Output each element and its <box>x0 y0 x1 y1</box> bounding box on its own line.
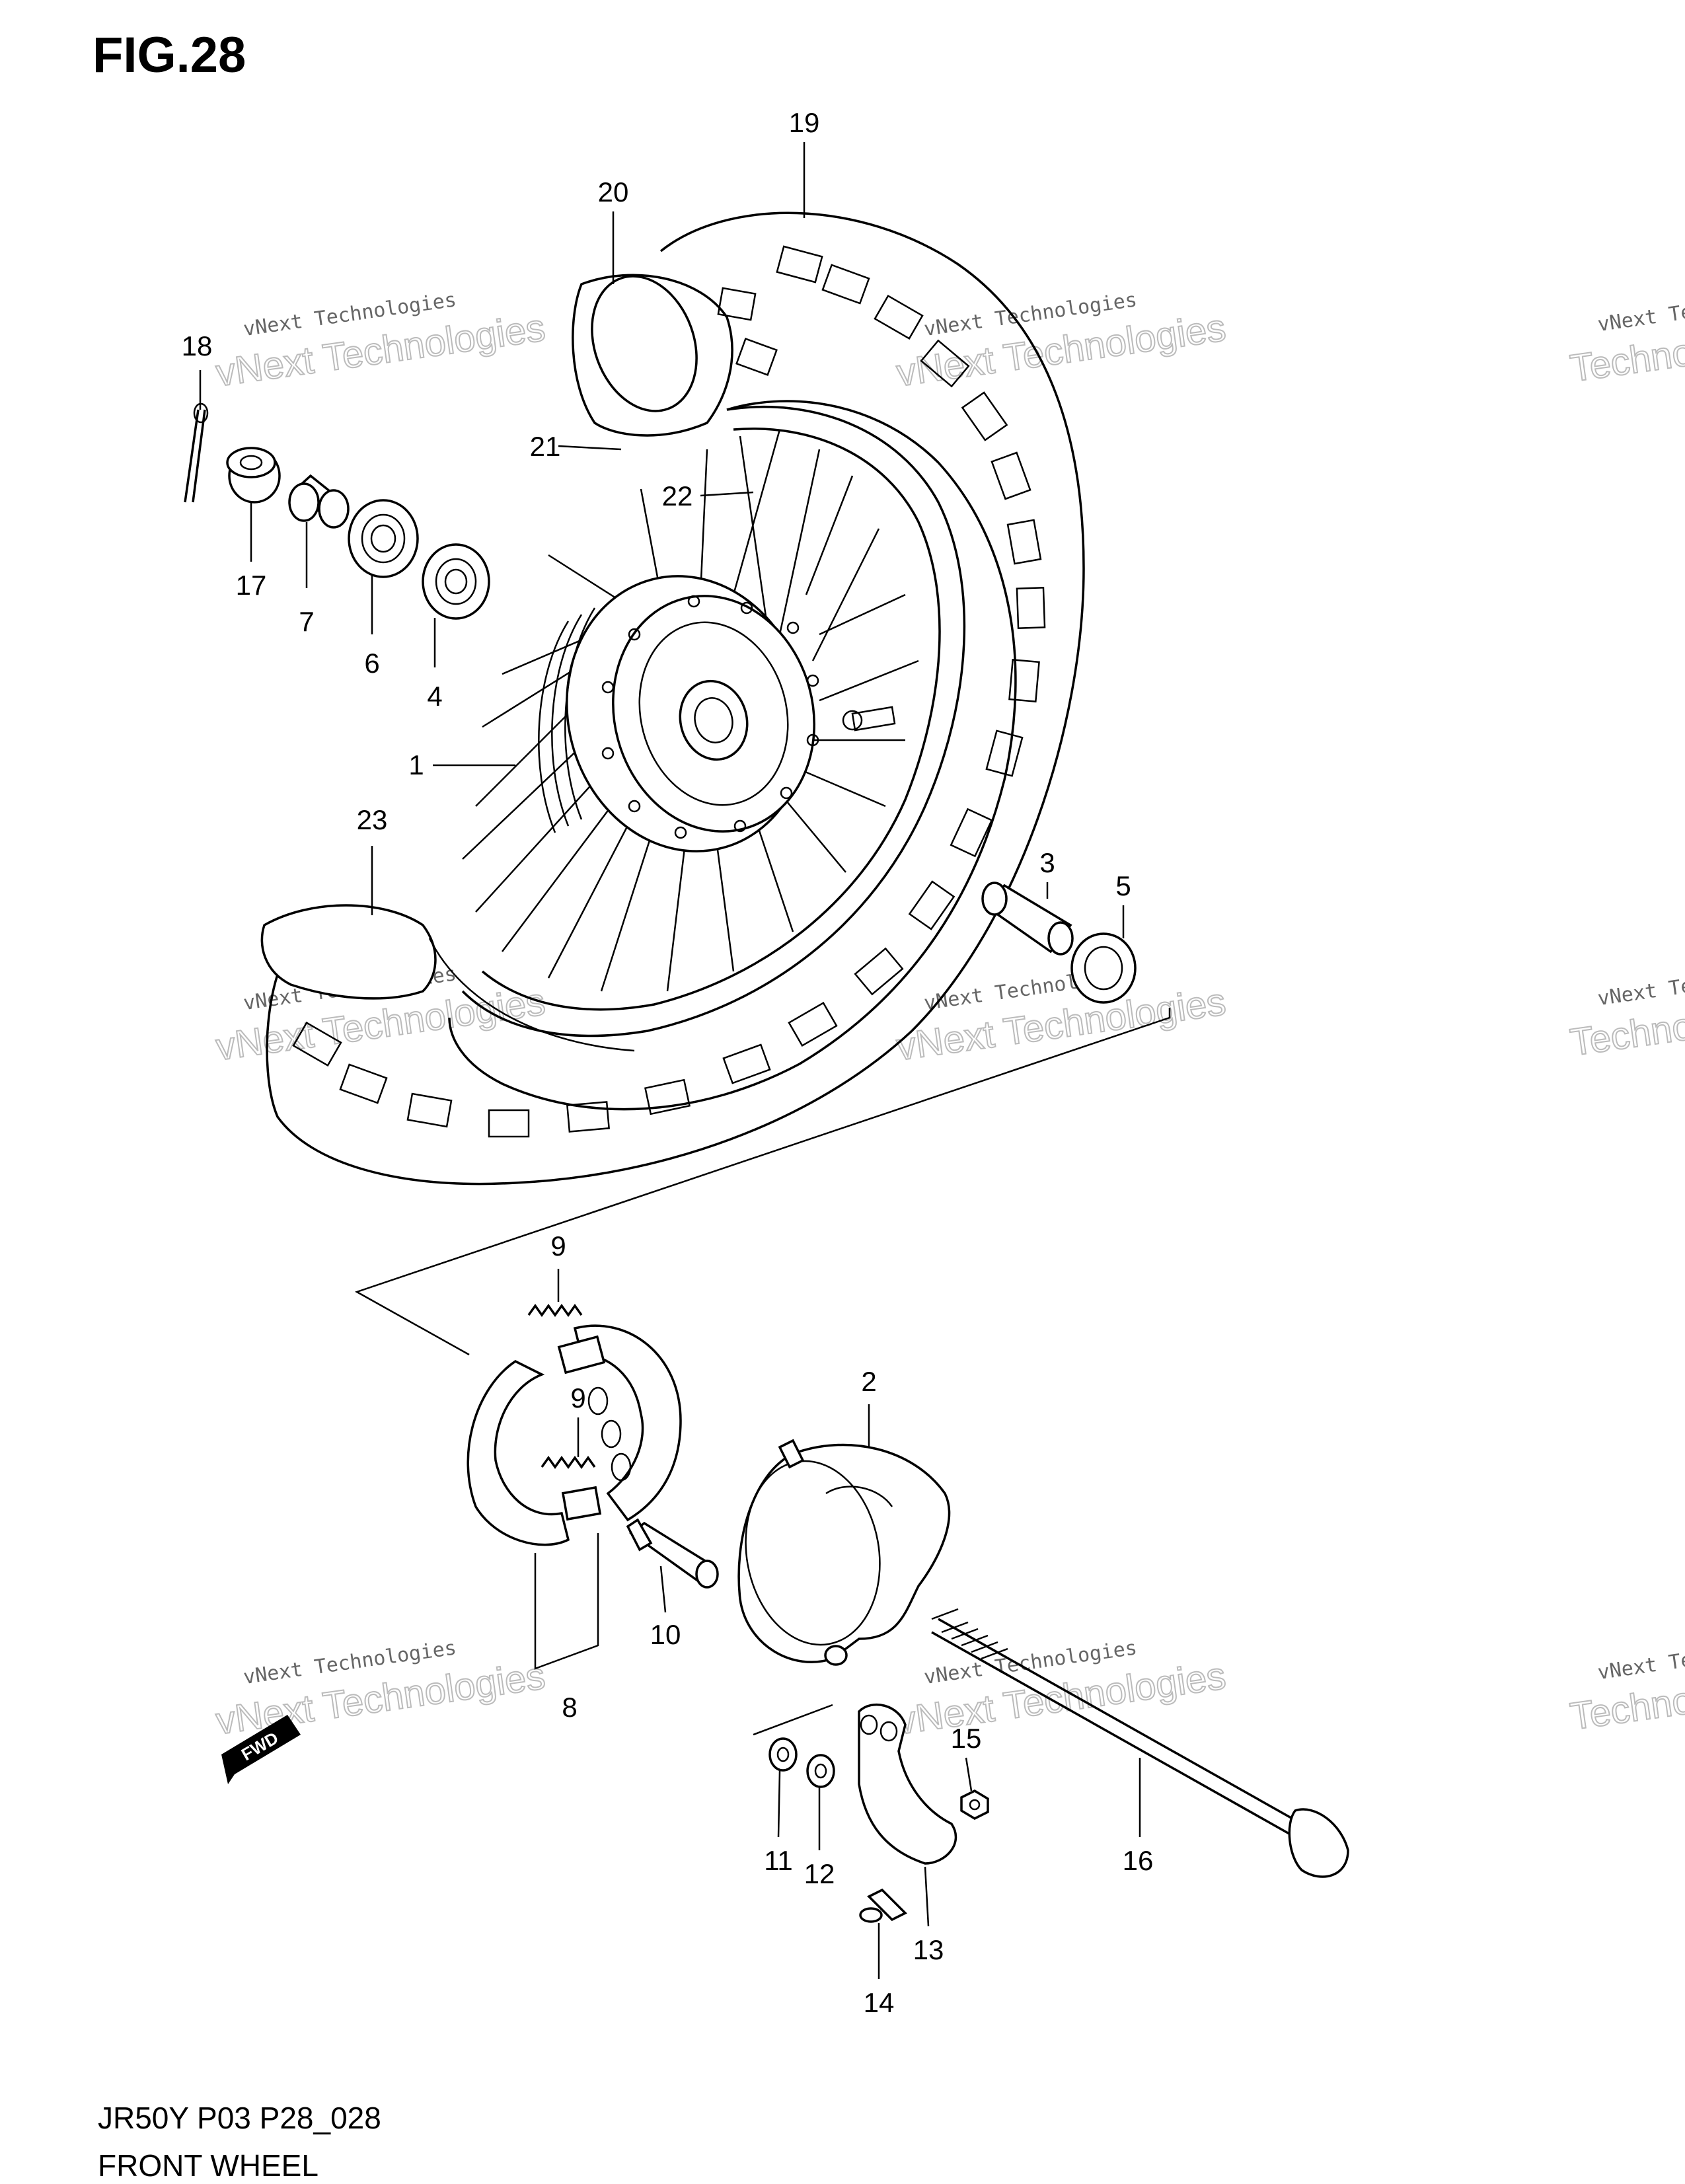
tire <box>260 211 1085 1186</box>
callout-10: 10 <box>650 1619 681 1650</box>
callout-18: 18 <box>182 330 213 361</box>
callout-6: 6 <box>364 648 379 679</box>
callout-15: 15 <box>951 1723 982 1754</box>
callout-7: 7 <box>299 606 314 637</box>
callout-3: 3 <box>1039 847 1055 878</box>
callout-21: 21 <box>530 431 561 462</box>
watermark: vNext Te Technol <box>1567 300 1685 391</box>
callout-9-lower: 9 <box>570 1382 585 1413</box>
callout-19: 19 <box>789 107 820 138</box>
bracket-11-12 <box>753 1704 833 1736</box>
watermark: vNext Technologies vNext Technologies <box>893 1636 1229 1743</box>
rim <box>461 405 966 1037</box>
callout-23: 23 <box>357 804 388 835</box>
watermark-text-clipped: Technol <box>1567 1677 1685 1738</box>
brake-springs <box>527 1303 596 1470</box>
callout-13: 13 <box>913 1934 944 1965</box>
washer-11 <box>768 1737 798 1772</box>
callout-14: 14 <box>864 1987 895 2018</box>
callout-8: 8 <box>562 1692 577 1723</box>
watermark: vNext Technologies vNext Technologies <box>213 288 548 395</box>
watermark-text-clipped: vNext Te <box>1596 974 1685 1010</box>
arm-bolt <box>859 1888 907 1923</box>
watermark-text-clipped: Technol <box>1567 1003 1685 1064</box>
callout-12: 12 <box>804 1858 835 1889</box>
callout-22: 22 <box>662 480 693 511</box>
callout-5: 5 <box>1115 870 1131 901</box>
callout-20: 20 <box>598 176 629 207</box>
watermark: vNext Technologies vNext Technologies <box>893 962 1229 1069</box>
hub <box>538 575 819 852</box>
distance-collar <box>981 882 1074 956</box>
figure-name: FRONT WHEEL <box>98 2148 318 2183</box>
spacer <box>288 474 350 529</box>
callout-1: 1 <box>408 749 424 780</box>
watermark: vNext Technologies vNext Technologies <box>213 1636 548 1743</box>
oil-seal <box>1070 932 1137 1004</box>
callout-2: 2 <box>861 1366 876 1397</box>
watermark-text-clipped: vNext Te <box>1596 300 1685 336</box>
cotter-pin <box>184 402 209 503</box>
assembly-line <box>354 1008 1171 1356</box>
callout-17: 17 <box>236 570 267 601</box>
axle <box>931 1608 1349 1878</box>
bracket-8 <box>534 1533 599 1670</box>
brake-panel <box>737 1439 951 1666</box>
figure-title: FIG.28 <box>93 27 246 83</box>
watermark: vNext Te Technol <box>1567 1648 1685 1739</box>
watermark-text-clipped: vNext Te <box>1596 1648 1685 1684</box>
callout-4: 4 <box>427 681 442 712</box>
bearing-left <box>348 499 419 578</box>
watermark: vNext Te Technol <box>1567 974 1685 1065</box>
brake-cam <box>626 1518 719 1589</box>
watermark-text-clipped: Technol <box>1567 329 1685 390</box>
brake-shoes <box>467 1324 682 1546</box>
washer-12 <box>806 1754 835 1788</box>
tube-cut-edge <box>591 275 698 412</box>
arm-nut <box>960 1789 989 1820</box>
leader-lines <box>199 142 1141 1979</box>
figure-code: JR50Y P03 P28_028 <box>98 2101 381 2135</box>
axle-nut <box>226 447 281 504</box>
brake-arm <box>858 1703 957 1865</box>
callout-9-upper: 9 <box>550 1230 566 1261</box>
bearing-right <box>422 543 490 620</box>
callouts: 19 20 18 21 22 17 7 6 4 1 23 3 5 9 9 2 1… <box>182 107 1154 2018</box>
callout-16: 16 <box>1123 1845 1154 1876</box>
callout-11: 11 <box>764 1845 793 1876</box>
tread-blocks <box>292 245 1046 1138</box>
